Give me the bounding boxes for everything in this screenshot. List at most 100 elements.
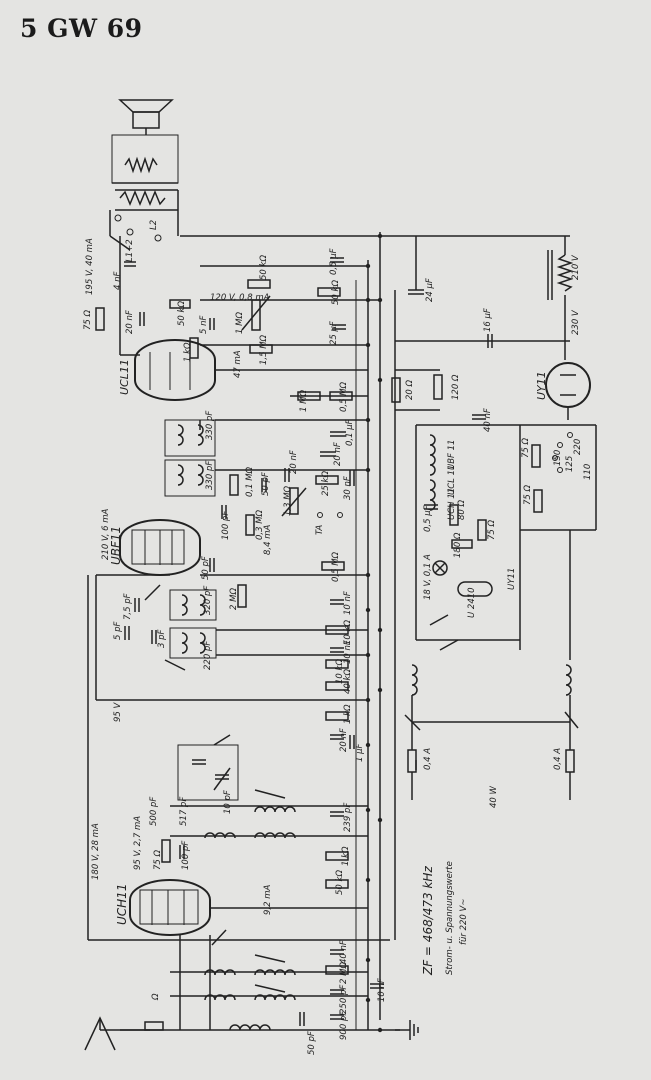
c-25uf-label: 25 µF <box>329 321 339 345</box>
r-180-label: 180 Ω <box>453 532 463 558</box>
speaker-switch: L1+2 L2 <box>109 210 162 262</box>
uy11-small-label: UY11 <box>507 568 517 590</box>
c-50pf3-label: 50 pF <box>307 1031 317 1055</box>
ucl11-cathode-current: 47 mA <box>233 350 243 378</box>
c-517-label: 517 pF <box>179 797 189 826</box>
if-stage-circuit: 330 pF 330 pF 1 MΩ 0,5 MΩ 0,1 µF 20 nF 2… <box>164 381 368 582</box>
c-10pf-label: 10 pF <box>223 790 233 814</box>
c-01uf-label: 0,1 µF <box>345 419 355 446</box>
r-40k-label: 40 kΩ <box>343 669 353 694</box>
lamp-label: U 2410 <box>467 587 477 618</box>
c-30nf-label: 30 nF <box>343 476 353 500</box>
c-05uf2-label: 0,5 µF <box>423 505 433 532</box>
mid-supply-circuit: 95 V 40 kΩ 1 kΩ 20 nF 1 µF <box>96 669 368 762</box>
ubf11-cathode-current: 8,4 mA <box>263 525 273 555</box>
c-24uf-label: 24 µF <box>425 278 435 302</box>
r-75b-label: 75 Ω <box>487 519 497 540</box>
r-50ko-label: 50 kΩ <box>259 255 269 280</box>
ucl11-label: UCL11 <box>118 359 131 395</box>
wattage-label: 40 W <box>489 785 499 808</box>
ta-label: TA <box>315 525 325 535</box>
c-16uf-label: 16 µF <box>483 308 493 332</box>
c-320-label: 320 pF <box>203 586 213 615</box>
r-80-label: 80 Ω <box>457 499 467 520</box>
c-10nf3-label: 10 nF <box>377 978 387 1002</box>
c-330b-label: 330 pF <box>205 461 215 490</box>
c-1uf-label: 1 µF <box>355 743 365 762</box>
c-10nf-label: 10 nF <box>343 591 353 615</box>
l1l2-label: L1+2 <box>125 239 135 262</box>
r-20-label: 20 Ω <box>405 379 415 400</box>
r-50k3-label: 50 kΩ <box>335 870 345 895</box>
strom-note: Strom- u. Spannungswerte <box>445 861 455 975</box>
c-250-label: 250 pF <box>339 985 349 1014</box>
osc-antenna-circuit: 40 nF 2 MΩ 250 pF 10 nF 900 pF 50 pF Ω <box>84 929 387 1055</box>
r-01m-label: 0,1 MΩ <box>245 466 255 497</box>
ubf11-heater-label: UBF 11 <box>447 440 457 470</box>
c-100pf2-label: 100 pF <box>181 841 191 870</box>
c-5nf-label: 5 nF <box>199 316 209 334</box>
c-239-label: 239 pF <box>343 803 353 832</box>
c-100pf-label: 100 pF <box>221 511 231 540</box>
pot-13m-label: 1,3 MΩ <box>283 485 293 516</box>
ucl11-voltage: 195 V, 40 mA <box>85 238 95 295</box>
c-50pf-label: 50 pF <box>261 472 271 496</box>
ucl11-circuit: 4 nF 75 Ω 20 nF 50 kΩ 120 V, 0,8 mA 5 nF… <box>83 248 380 365</box>
uy11-label: UY11 <box>535 371 548 400</box>
r-2m-label: 2 MΩ <box>229 588 239 610</box>
fur-note: für 220 V~ <box>459 899 469 945</box>
tube-uch11: UCH11 180 V, 28 mA 95 V, 2,7 mA 9,2 mA <box>87 575 390 941</box>
c-40nf2-label: 40 nF <box>339 940 349 964</box>
line-95-label: 95 V <box>113 701 123 722</box>
r-03m-label: 0,3 MΩ <box>255 509 265 540</box>
c-50pf2-label: 50 pF <box>201 556 211 580</box>
tube-ubf11: UBF11 210 V, 6 mA 8,4 mA <box>101 508 273 576</box>
power-supply: 24 µF 16 µF 20 Ω 120 Ω 210 V 230 V UY11 … <box>391 236 597 808</box>
c-10nf2-label: 10 nF <box>343 640 353 664</box>
r-2m2-label: 2 MΩ <box>339 962 349 984</box>
uch11-voltage-b: 95 V, 2,7 mA <box>133 816 143 870</box>
c-20nf3-label: 20 nF <box>333 442 343 466</box>
r-75-label: 75 Ω <box>83 309 93 330</box>
r-50k-label: 50 kΩ <box>177 301 187 326</box>
c-5pf-label: 5 pF <box>113 621 123 640</box>
c-500-label: 500 pF <box>149 797 159 826</box>
mains-230-label: 230 V <box>571 309 581 335</box>
r-10k2-label: 10 kΩ <box>335 659 345 684</box>
c-330-label: 330 pF <box>205 411 215 440</box>
c-20nf2-label: 20 nF <box>289 450 299 474</box>
ucl11-screen-voltage: 120 V, 0,8 mA <box>210 293 270 303</box>
uch11-voltage-a: 180 V, 28 mA <box>91 823 101 880</box>
c-4nf-label: 4 nF <box>113 272 123 290</box>
rf-tuning-circuit: 500 pF 517 pF 10 pF 239 pF 1 kΩ 75 Ω 100… <box>149 734 368 895</box>
l2-label: L2 <box>149 220 159 230</box>
c-20nf-label: 20 nF <box>125 310 135 334</box>
r-50ks-label: 50 kΩ <box>331 280 341 305</box>
r-1m-label: 1 MΩ <box>299 390 309 412</box>
tube-ucl11: UCL11 195 V, 40 mA 47 mA <box>85 236 368 401</box>
c-3pf-label: 3 pF <box>157 629 167 648</box>
sel-220-label: 220 <box>573 439 583 455</box>
r-10k-label: 10 kΩ <box>343 620 353 645</box>
fuse1-label: 0,4 A <box>423 748 433 770</box>
c-05uf-label: 0,5 µF <box>329 248 339 275</box>
ucl11-heater-label: UCL 11 <box>447 465 457 495</box>
r-75d-label: 75 Ω <box>523 484 533 505</box>
ubf11-label: UBF11 <box>109 526 123 565</box>
c-20nf4-label: 20 nF <box>339 728 349 752</box>
uch11-label: UCH11 <box>115 884 129 925</box>
c-220-label: 220 pF <box>203 641 213 670</box>
r-120-label: 120 Ω <box>451 374 461 400</box>
r-1k2-label: 1 kΩ <box>343 704 353 724</box>
loudspeaker <box>111 99 179 236</box>
c-75pf-label: 7,5 pF <box>123 593 133 620</box>
fuse2-label: 0,4 A <box>553 748 563 770</box>
ubf11-voltage: 210 V, 6 mA <box>101 508 111 560</box>
c-900-label: 900 pF <box>339 1011 349 1040</box>
page-title: 5 GW 69 <box>20 14 143 43</box>
ant-label: Ω <box>151 993 161 1001</box>
notes: ZF = 468/473 kHz Strom- u. Spannungswert… <box>421 861 469 976</box>
pot-1m-label: 1 MΩ <box>235 312 245 334</box>
zf-note: ZF = 468/473 kHz <box>421 866 435 976</box>
